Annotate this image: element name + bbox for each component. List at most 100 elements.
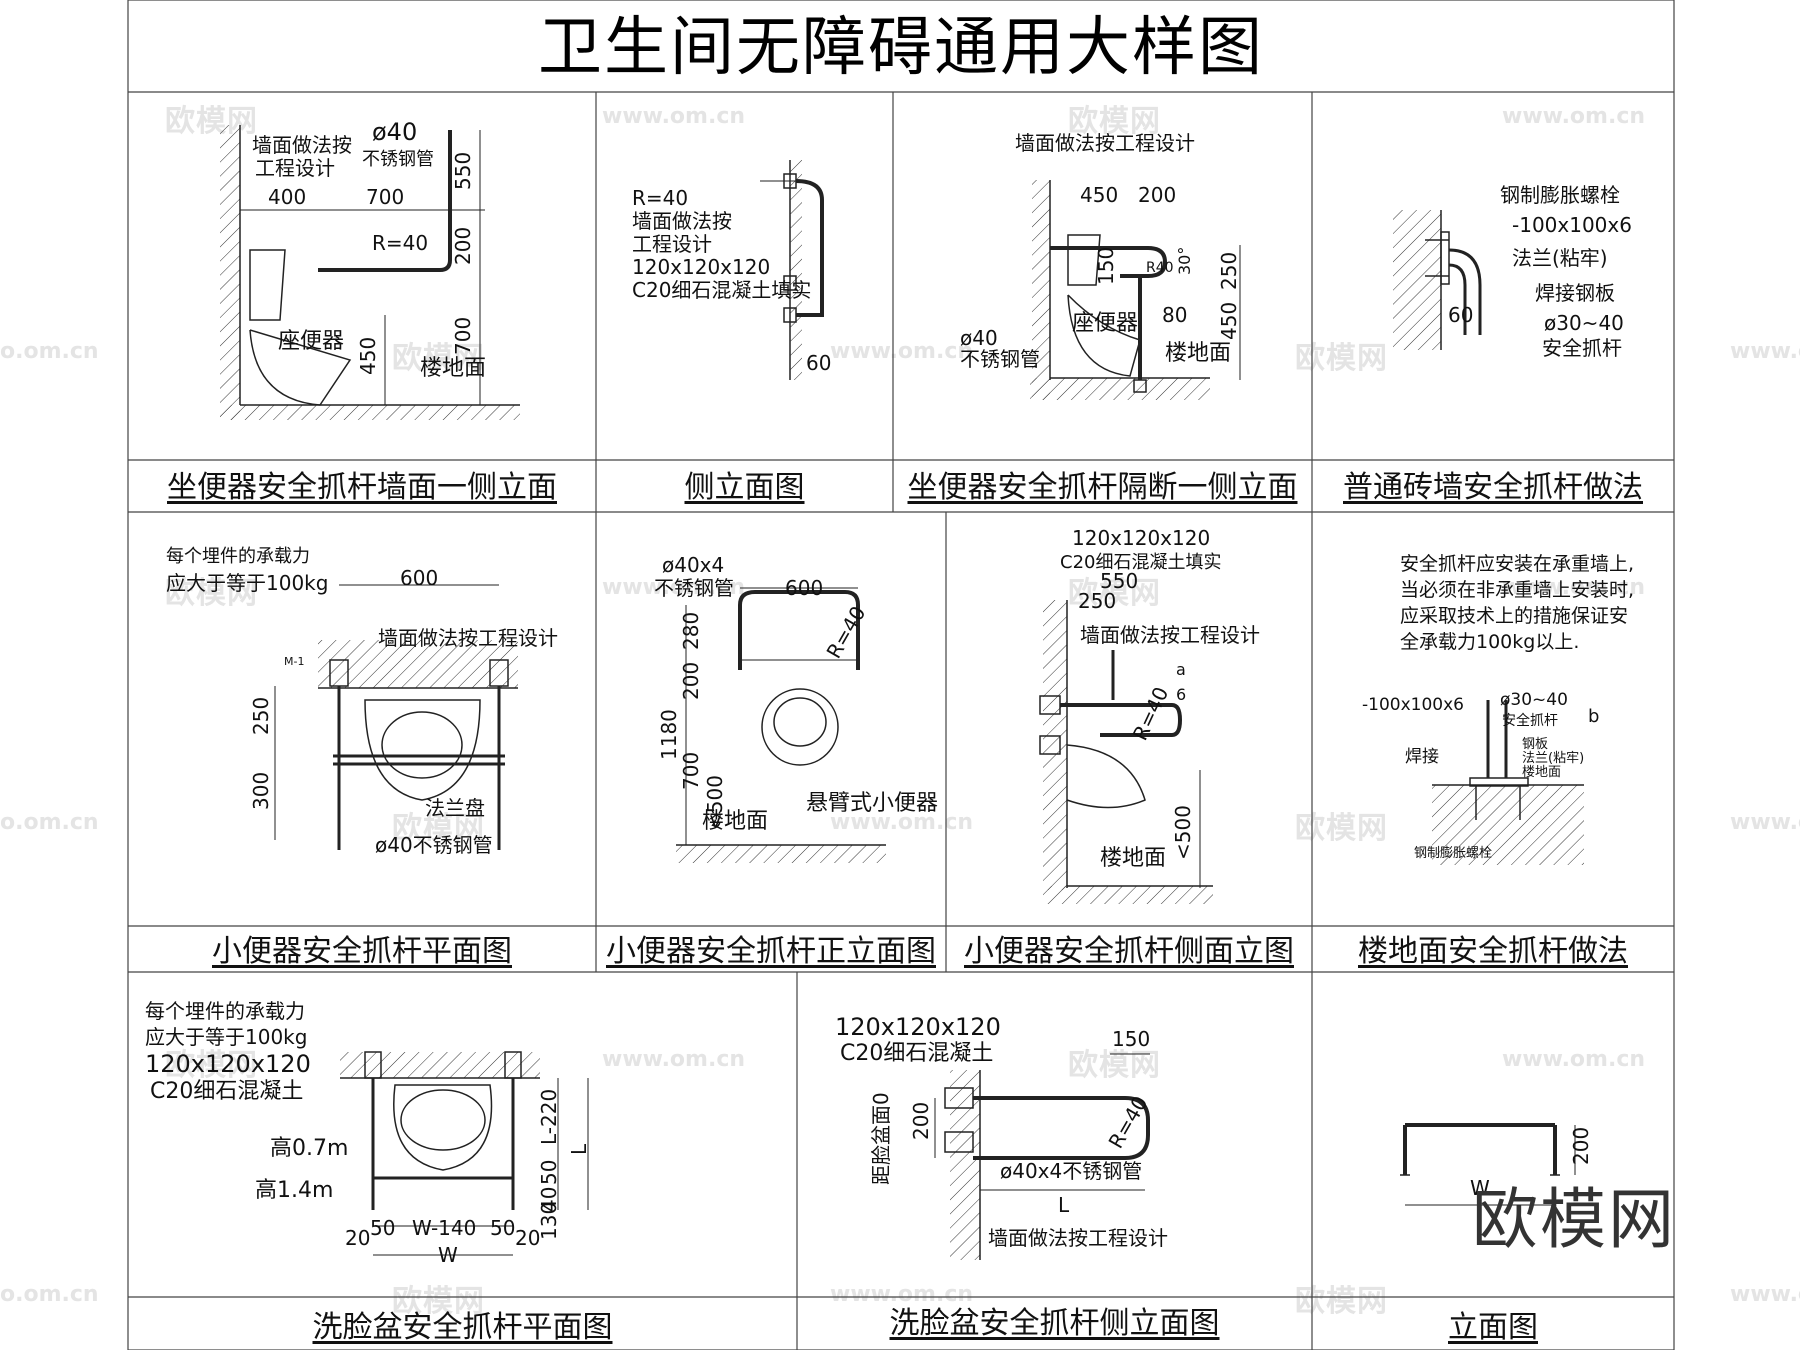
watermark-brand: 欧模网 [1295,811,1388,846]
dimension: 550 [1100,569,1138,593]
watermark-brand: 欧模网 [392,1284,485,1319]
dimension: 300 [249,772,273,810]
dimension: 50 [537,1160,561,1185]
label: ø40 [960,326,998,350]
label: R40 [1146,260,1174,276]
label: C20细石混凝土填实 [1060,552,1221,573]
dimension: 150 [1094,247,1118,285]
label: 高0.7m [270,1136,348,1161]
caption-floor-grab-bar: 楼地面安全抓杆做法 [1358,934,1628,969]
detail-side-elevation [760,160,824,380]
label: a [1176,660,1186,679]
label: 高1.4m [255,1178,333,1203]
dimension: 400 [268,185,306,209]
note: 应采取技术上的措施保证安 [1400,605,1628,627]
watermark-site-edge: o.om.cn [0,810,99,835]
label: 楼地面 [702,809,768,834]
label: 墙面做法按工程设计 [988,1226,1168,1250]
watermark-brand: 欧模网 [165,576,258,611]
label: 楼地面 [1100,846,1166,871]
label: 120x120x120 [632,255,770,279]
dimension: 280 [679,612,703,650]
dimension: 200 [1138,183,1176,207]
watermark-brand: 欧模网 [165,104,258,139]
caption-elevation: 立面图 [1448,1310,1538,1345]
dimension: 600 [785,576,823,600]
dimension: 距脸盆面0 [869,1092,893,1185]
label: R=40 [632,186,688,210]
label: M-1 [284,655,304,668]
dimension: 1180 [657,709,681,760]
note: 应大于等于100kg [145,1025,307,1049]
label: ø40x4不锈钢管 [1000,1159,1142,1183]
dimension: 250 [1078,589,1116,613]
dimension: 60 [806,351,831,375]
watermark-site: www.om.cn [602,104,746,129]
label: 楼地面 [1522,765,1561,780]
label: 安全抓杆 [1502,712,1558,729]
watermark-site: www.om.cn [602,1047,746,1072]
label: 应大于等于100kg [166,571,328,595]
caption-urinal-side-elevation: 小便器安全抓杆侧面立图 [964,934,1294,969]
dimension: 250 [249,697,273,735]
dimension: 700 [366,185,404,209]
label: 楼地面 [420,356,486,381]
label: 焊接钢板 [1535,281,1615,305]
label: 钢制膨胀螺栓 [1500,183,1620,207]
note: 全承载力100kg以上. [1400,631,1579,653]
watermark-site-edge: o.om.cn [0,339,99,364]
dimension: 200 [451,227,475,265]
note: 当必须在非承重墙上安装时, [1400,579,1634,601]
dimension: 600 [400,566,438,590]
caption-washbasin-plan: 洗脸盆安全抓杆平面图 [312,1310,613,1345]
label: ø30~40 [1500,690,1568,710]
label: 墙面做法按工程设计 [378,626,558,650]
detail-urinal-side-elevation [1039,600,1213,904]
watermark-brand: 欧模网 [1068,576,1161,611]
label: 钢制膨胀螺栓 [1414,846,1492,861]
dimension: L [567,1143,591,1155]
label: 法兰(粘牢) [1522,751,1584,766]
label: 墙面做法按工程设计 [1015,131,1195,155]
watermark-site: www.om.cn [1502,1047,1646,1072]
detail-washbasin-plan [340,1051,589,1256]
watermark-site: www.om.cn [1730,1282,1800,1307]
note: 安全抓杆应安装在承重墙上, [1400,553,1634,575]
watermark-site: www.om.cn [602,575,746,600]
label: 工程设计 [632,232,712,256]
dimension: W [438,1243,458,1267]
dimension: 450 [1080,183,1118,207]
label: ø40x4 [662,553,724,577]
dimension: 200 [679,662,703,700]
watermark-site: www.om.cn [1730,339,1800,364]
label: 120x120x120 [835,1013,1001,1041]
dimension: 550 [451,152,475,190]
detail-brick-wall-grab-bar [1393,210,1482,350]
detail-urinal-plan [274,584,518,850]
label: 法兰盘 [425,796,485,820]
sheet-title: 卫生间无障碍通用大样图 [538,11,1264,85]
dimension: 200 [1569,1127,1593,1165]
dimension: 150 [1112,1027,1150,1051]
watermark-site: www.om.cn [830,339,974,364]
label: 30° [1175,247,1194,275]
dimension: 60 [1448,303,1473,327]
dimension: W [1470,1176,1490,1200]
label: 墙面做法按 [632,209,732,233]
label: 6 [1176,685,1186,704]
caption-urinal-front-elevation: 小便器安全抓杆正立面图 [606,934,936,969]
label: b [1588,706,1599,727]
dimension: 20 [345,1226,370,1250]
caption-toilet-partition-elevation: 坐便器安全抓杆隔断一侧立面 [907,470,1298,505]
watermark-site: www.om.cn [1502,575,1646,600]
dimension: W-140 [412,1216,476,1240]
caption-toilet-wall-elevation: 坐便器安全抓杆墙面一侧立面 [167,470,557,505]
label: 悬臂式小便器 [806,791,938,816]
note: 每个埋件的承载力 [145,999,305,1023]
label: 不锈钢管 [654,576,734,600]
label: 法兰(粘牢) [1512,246,1608,270]
dimension: 250 [1217,252,1241,290]
dimension: 20 [515,1226,540,1250]
dimension: 50 [370,1216,395,1240]
